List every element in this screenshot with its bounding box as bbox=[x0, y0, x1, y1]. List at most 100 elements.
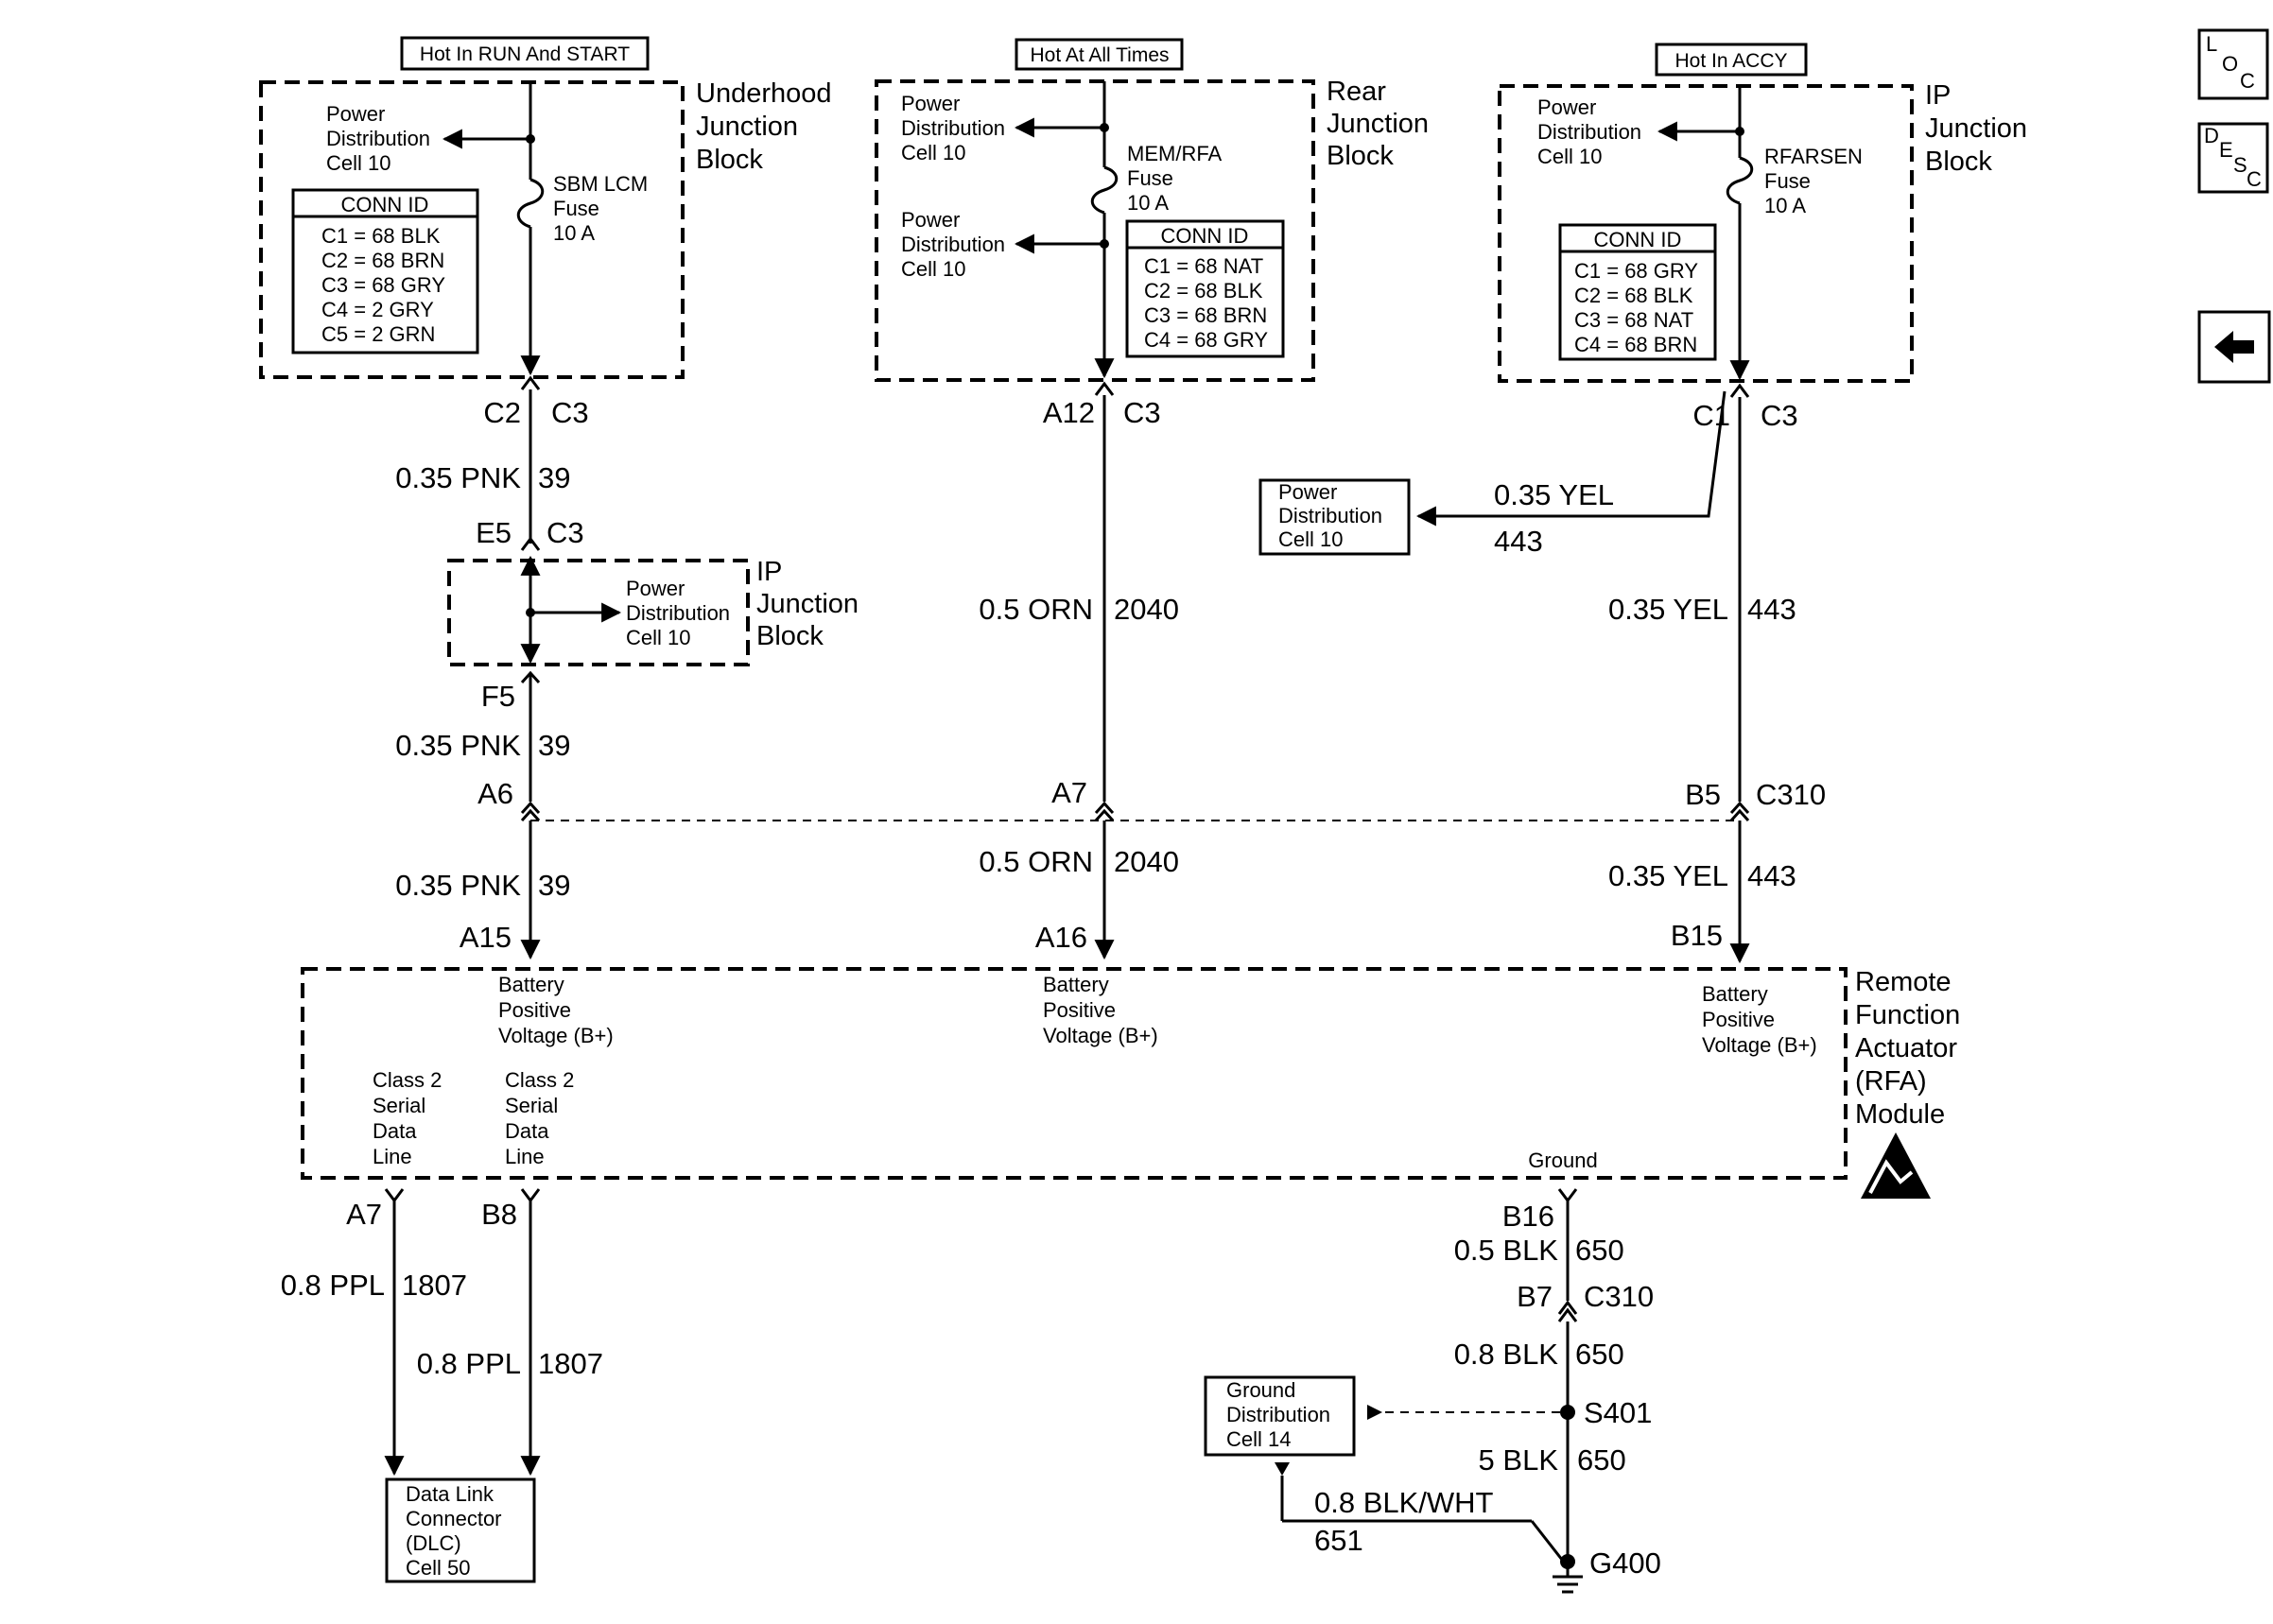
svg-text:Hot At All Times: Hot At All Times bbox=[1030, 44, 1169, 66]
ip-junction-block-mid: IP Junction Block Power Distribution Cel… bbox=[447, 557, 859, 666]
svg-text:0.5 BLK: 0.5 BLK bbox=[1454, 1234, 1559, 1267]
svg-text:443: 443 bbox=[1747, 859, 1796, 892]
svg-text:E: E bbox=[2219, 138, 2233, 162]
desc-button[interactable]: D E S C bbox=[2197, 122, 2269, 194]
svg-text:C1 = 68 GRY: C1 = 68 GRY bbox=[1574, 259, 1698, 283]
svg-text:Positive: Positive bbox=[1702, 1008, 1775, 1031]
svg-text:Cell 10: Cell 10 bbox=[626, 626, 690, 649]
svg-text:1807: 1807 bbox=[538, 1347, 603, 1380]
svg-text:Voltage (B+): Voltage (B+) bbox=[1702, 1033, 1817, 1057]
svg-text:Ground: Ground bbox=[1528, 1149, 1597, 1172]
ground-distribution-box[interactable]: Ground Distribution Cell 14 bbox=[1204, 1375, 1356, 1457]
svg-text:A7: A7 bbox=[346, 1198, 382, 1231]
svg-text:39: 39 bbox=[538, 461, 570, 494]
circuit-650-wire bbox=[1367, 1188, 1578, 1562]
svg-text:C2 = 68 BLK: C2 = 68 BLK bbox=[1574, 284, 1693, 307]
svg-text:D: D bbox=[2204, 124, 2219, 147]
svg-text:C3: C3 bbox=[547, 516, 584, 549]
svg-text:Battery: Battery bbox=[1043, 973, 1109, 996]
esd-warning-icon bbox=[1861, 1132, 1931, 1199]
svg-text:Cell 10: Cell 10 bbox=[901, 257, 965, 281]
svg-text:C3: C3 bbox=[551, 396, 589, 429]
svg-text:Connector: Connector bbox=[406, 1507, 502, 1530]
svg-text:Serial: Serial bbox=[373, 1094, 425, 1117]
svg-text:C3: C3 bbox=[1761, 399, 1798, 432]
svg-text:Distribution: Distribution bbox=[1537, 120, 1641, 144]
svg-text:443: 443 bbox=[1747, 593, 1796, 626]
power-distribution-box-right[interactable]: Power Distribution Cell 10 bbox=[1258, 478, 1411, 556]
svg-text:651: 651 bbox=[1314, 1524, 1363, 1557]
connector-labels: C2 C3 A12 C3 C1 C3 E5 C3 F5 A6 A7 B5 C31… bbox=[346, 396, 1826, 1580]
svg-text:A12: A12 bbox=[1043, 396, 1095, 429]
svg-text:A15: A15 bbox=[460, 921, 512, 954]
svg-text:Cell 14: Cell 14 bbox=[1226, 1427, 1291, 1451]
svg-text:C310: C310 bbox=[1756, 778, 1826, 811]
svg-text:Cell 10: Cell 10 bbox=[901, 141, 965, 164]
svg-text:Data: Data bbox=[505, 1119, 549, 1143]
svg-text:Distribution: Distribution bbox=[626, 601, 730, 625]
svg-text:10 A: 10 A bbox=[1764, 194, 1806, 217]
circuit-39-wire bbox=[442, 83, 622, 960]
svg-text:S: S bbox=[2233, 153, 2247, 177]
svg-text:Junction: Junction bbox=[696, 112, 798, 142]
svg-text:(RFA): (RFA) bbox=[1855, 1066, 1927, 1097]
svg-text:C1 = 68 BLK: C1 = 68 BLK bbox=[321, 224, 441, 248]
svg-text:C3 = 68 NAT: C3 = 68 NAT bbox=[1574, 308, 1693, 332]
svg-text:Voltage (B+): Voltage (B+) bbox=[1043, 1024, 1158, 1047]
svg-text:0.8 PPL: 0.8 PPL bbox=[281, 1269, 385, 1302]
svg-text:Power: Power bbox=[626, 577, 685, 600]
svg-text:0.35 PNK: 0.35 PNK bbox=[395, 729, 521, 762]
svg-text:Power: Power bbox=[901, 208, 960, 232]
svg-text:650: 650 bbox=[1577, 1443, 1626, 1477]
svg-text:650: 650 bbox=[1575, 1338, 1624, 1371]
back-button[interactable] bbox=[2197, 310, 2271, 384]
svg-text:0.35 PNK: 0.35 PNK bbox=[395, 869, 521, 902]
svg-text:10 A: 10 A bbox=[1127, 191, 1169, 215]
svg-text:B15: B15 bbox=[1671, 919, 1723, 952]
svg-text:0.35 YEL: 0.35 YEL bbox=[1608, 593, 1728, 626]
circuit-1807-wire-b8 bbox=[520, 1188, 541, 1477]
circuit-1807-wire-a7 bbox=[384, 1188, 405, 1477]
svg-text:Serial: Serial bbox=[505, 1094, 558, 1117]
circuit-651-wire bbox=[1275, 1462, 1564, 1561]
svg-text:1807: 1807 bbox=[402, 1269, 467, 1302]
svg-text:C3: C3 bbox=[1123, 396, 1161, 429]
svg-text:CONN ID: CONN ID bbox=[1594, 228, 1682, 251]
svg-text:Cell 10: Cell 10 bbox=[326, 151, 390, 175]
wire-labels: 0.35 PNK 39 0.35 PNK 39 0.35 PNK 39 0.5 … bbox=[281, 461, 1796, 1557]
svg-text:L: L bbox=[2206, 32, 2217, 56]
supply-label-accy: Hot In ACCY bbox=[1655, 43, 1808, 77]
svg-text:C1 = 68 NAT: C1 = 68 NAT bbox=[1144, 254, 1263, 278]
svg-text:(DLC): (DLC) bbox=[406, 1531, 461, 1555]
svg-text:Junction: Junction bbox=[1327, 109, 1429, 139]
svg-text:Data: Data bbox=[373, 1119, 417, 1143]
svg-text:Fuse: Fuse bbox=[553, 197, 599, 220]
svg-text:C: C bbox=[2247, 167, 2262, 191]
supply-label-all-times: Hot At All Times bbox=[1015, 38, 1184, 71]
svg-text:Power: Power bbox=[901, 92, 960, 115]
svg-text:Positive: Positive bbox=[1043, 998, 1116, 1022]
dlc-box[interactable]: Data Link Connector (DLC) Cell 50 bbox=[385, 1477, 536, 1583]
svg-text:39: 39 bbox=[538, 869, 570, 902]
svg-text:C1: C1 bbox=[1692, 399, 1730, 432]
svg-text:A16: A16 bbox=[1035, 921, 1087, 954]
svg-text:Power: Power bbox=[1537, 95, 1596, 119]
underhood-junction-block: Underhood Junction Block Power Distribut… bbox=[259, 78, 832, 379]
svg-text:0.35 PNK: 0.35 PNK bbox=[395, 461, 521, 494]
svg-text:5 BLK: 5 BLK bbox=[1479, 1443, 1559, 1477]
splice-s401 bbox=[1560, 1405, 1575, 1420]
svg-text:Fuse: Fuse bbox=[1764, 169, 1811, 193]
svg-text:C2: C2 bbox=[483, 396, 521, 429]
svg-text:Fuse: Fuse bbox=[1127, 166, 1173, 190]
loc-button[interactable]: L O C bbox=[2197, 28, 2269, 100]
svg-text:SBM LCM: SBM LCM bbox=[553, 172, 648, 196]
svg-text:10 A: 10 A bbox=[553, 221, 595, 245]
svg-text:IP: IP bbox=[756, 557, 782, 587]
svg-text:0.5 ORN: 0.5 ORN bbox=[979, 845, 1093, 878]
svg-text:2040: 2040 bbox=[1114, 593, 1179, 626]
svg-text:Distribution: Distribution bbox=[1278, 504, 1382, 527]
svg-text:Line: Line bbox=[505, 1145, 545, 1168]
svg-text:Hot In ACCY: Hot In ACCY bbox=[1674, 50, 1787, 72]
svg-text:Battery: Battery bbox=[498, 973, 564, 996]
